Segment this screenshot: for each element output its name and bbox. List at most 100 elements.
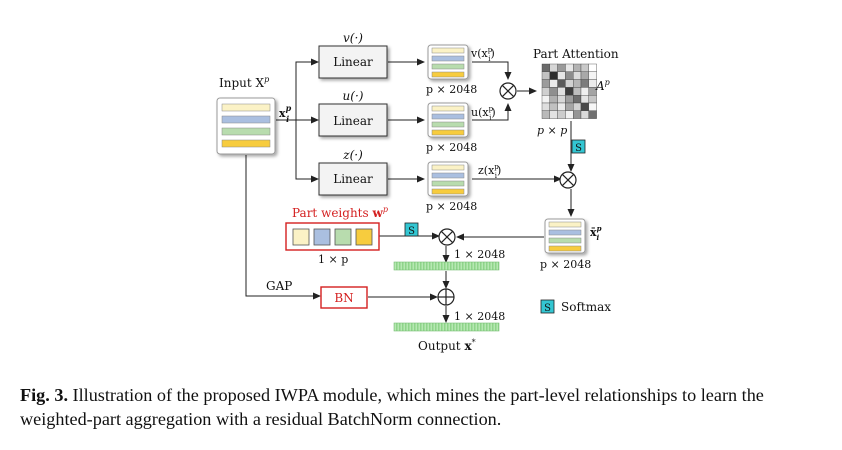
attention-cell	[588, 94, 597, 104]
attention-cell	[580, 71, 590, 80]
linear-u-label: Linear	[333, 114, 373, 128]
linear-v-title: v(·)	[343, 31, 363, 45]
dim-weighted: 1 × 2048	[454, 248, 505, 261]
softmax-badge-text: S	[575, 143, 582, 154]
part-weights-label: Part weights wp	[292, 205, 388, 220]
part-weights: Part weights wp 1 × p S	[285, 205, 419, 266]
attention-cell	[549, 71, 558, 80]
attention-cell	[565, 110, 574, 119]
attention-cell	[549, 110, 558, 119]
attention-cell	[549, 94, 558, 104]
attention-cell	[557, 87, 566, 96]
attention-cell	[557, 63, 566, 73]
attention-cell	[573, 63, 582, 73]
attention-cell	[541, 71, 551, 80]
attention-cell	[565, 87, 574, 96]
dim-z: p × 2048	[426, 200, 477, 213]
attention-cell	[557, 110, 566, 119]
attention-cell	[557, 79, 566, 88]
attention-cell	[580, 79, 590, 88]
caption-prefix: Fig. 3.	[20, 385, 68, 405]
attention-cell	[588, 63, 597, 73]
attention-cell	[549, 63, 558, 73]
attention-cell	[573, 110, 582, 119]
svg-text:S: S	[408, 226, 415, 237]
weighted-feature-bar	[393, 261, 500, 271]
attention-cell	[573, 87, 582, 96]
output-label: Output x*	[418, 338, 476, 353]
linear-v-label: Linear	[333, 55, 373, 69]
attention-cell	[573, 71, 582, 80]
linear-z-title: z(·)	[342, 148, 363, 162]
part-weights-dim: 1 × p	[318, 253, 348, 266]
attention-cell	[580, 63, 590, 73]
linear-u-title: u(·)	[343, 89, 364, 103]
part-attention-title: Part Attention	[533, 47, 619, 61]
attention-cell	[549, 87, 558, 96]
attention-cell	[557, 94, 566, 104]
attention-cell	[541, 87, 551, 96]
attention-cell	[557, 71, 566, 80]
attention-cell	[541, 94, 551, 104]
attention-cell	[580, 94, 590, 104]
attention-cell	[565, 94, 574, 104]
attention-cell	[565, 71, 574, 80]
attention-cell	[573, 94, 582, 104]
dim-output: 1 × 2048	[454, 310, 505, 323]
attention-cell	[549, 79, 558, 88]
legend-badge: S	[544, 303, 551, 314]
attention-cell	[549, 102, 558, 112]
multiply-node-weights	[438, 228, 456, 246]
attention-dim: p × p	[537, 124, 567, 137]
legend: S Softmax	[540, 299, 611, 314]
linear-z-label: Linear	[333, 172, 373, 186]
attention-cell	[565, 102, 574, 112]
attention-cell	[541, 110, 551, 119]
connectors	[245, 58, 575, 323]
dim-v: p × 2048	[426, 83, 477, 96]
attention-cell	[580, 102, 590, 112]
attention-cell	[573, 79, 582, 88]
dim-aggregated: p × 2048	[540, 258, 591, 271]
attention-cell	[565, 63, 574, 73]
bn-box	[320, 286, 368, 309]
attention-cell	[565, 79, 574, 88]
multiply-node-attention	[499, 82, 517, 100]
gap-label: GAP	[266, 279, 292, 293]
attention-cell	[580, 110, 590, 119]
softmax-badge-weights	[404, 222, 419, 237]
softmax-badge	[571, 139, 586, 154]
linear-v: v(·) Linear	[318, 31, 388, 79]
attention-symbol: Ap	[595, 78, 610, 93]
output-feature-bar	[393, 322, 500, 332]
multiply-node-aggregate	[559, 171, 577, 189]
legend-label: Softmax	[561, 300, 611, 314]
linear-u: u(·) Linear	[318, 89, 388, 137]
part-attention: Part Attention Ap p × p S	[533, 47, 619, 154]
attention-cell	[588, 110, 597, 119]
attention-cell	[541, 63, 551, 73]
linear-z: z(·) Linear	[318, 148, 388, 196]
attention-cell	[573, 102, 582, 112]
attention-cell	[541, 102, 551, 112]
attention-cell	[541, 79, 551, 88]
input-label: Input Xp	[219, 75, 269, 90]
add-node	[437, 288, 455, 306]
bn-label: BN	[334, 291, 353, 305]
attention-cell	[580, 87, 590, 96]
attention-cell	[557, 102, 566, 112]
attention-cell	[588, 102, 597, 112]
attention-matrix	[541, 63, 597, 119]
figure-caption: Fig. 3. Illustration of the proposed IWP…	[20, 383, 825, 431]
